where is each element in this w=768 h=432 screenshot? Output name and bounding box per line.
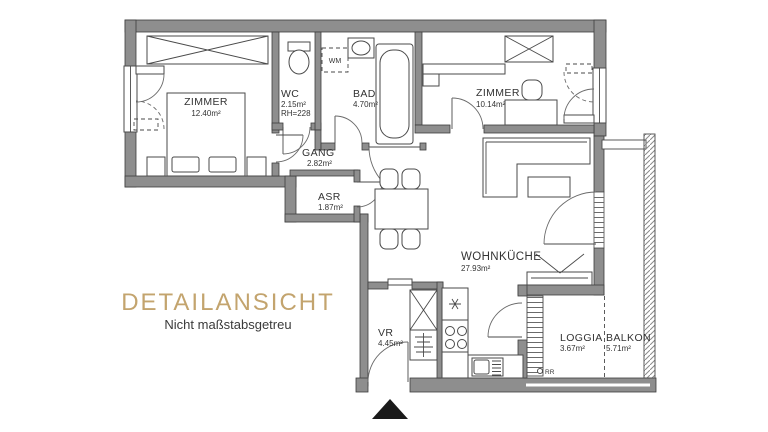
- balcony-door-threshold: [593, 191, 605, 249]
- wall: [355, 377, 369, 393]
- room-area-asr: 1.87m²: [318, 203, 343, 212]
- room-area-loggia: 3.67m²: [560, 344, 585, 353]
- door-balcony: [543, 191, 597, 245]
- room-area-wc: 2.15m²: [281, 100, 306, 109]
- entrance-arrow-icon: [372, 399, 408, 419]
- dining-chair: [401, 228, 421, 250]
- room-label-asr: ASR: [318, 191, 341, 203]
- wall: [359, 213, 369, 387]
- room-area-zimmer1: 12.40m²: [191, 109, 221, 118]
- coat-rack: [409, 329, 438, 361]
- washbasin: [347, 37, 375, 59]
- fridge: [441, 287, 469, 321]
- wall: [483, 124, 595, 134]
- wardrobe: [504, 35, 554, 63]
- kitchen-sink: [471, 357, 504, 377]
- stove: [441, 319, 469, 353]
- sideboard: [422, 63, 506, 87]
- wardrobe: [409, 289, 438, 331]
- dining-table: [374, 188, 429, 230]
- balcony-railing: [601, 133, 656, 379]
- wall: [271, 122, 284, 131]
- walls: [124, 19, 657, 393]
- dining-chair: [379, 168, 399, 190]
- room-label-bad: BAD: [353, 88, 376, 100]
- toilet: [287, 41, 311, 75]
- wall: [593, 19, 607, 69]
- wall: [271, 162, 280, 177]
- dining-chair: [401, 168, 421, 190]
- wardrobe: [146, 35, 269, 65]
- room-label-vr: VR: [378, 327, 393, 339]
- wall: [361, 142, 370, 151]
- bathtub: [375, 43, 414, 145]
- wall: [367, 281, 389, 290]
- wall: [320, 142, 336, 151]
- washing-machine: [321, 47, 349, 73]
- wall: [124, 175, 297, 188]
- wall: [419, 142, 427, 151]
- wall: [353, 169, 361, 183]
- room-label-zimmer2: ZIMMER: [476, 87, 520, 99]
- wall: [289, 169, 359, 177]
- wall: [271, 31, 280, 134]
- wall: [414, 124, 451, 134]
- wall: [124, 19, 137, 67]
- loggia-partition: [526, 295, 544, 377]
- wall: [517, 284, 605, 296]
- room-area-balkon: 5.71m²: [606, 344, 631, 353]
- door-zimmer2: [451, 97, 484, 130]
- door-bad: [334, 115, 363, 144]
- wall: [314, 129, 322, 151]
- window-zimmer2: [563, 63, 607, 124]
- room-label-wohnkueche: WOHNKÜCHE: [461, 251, 541, 263]
- wall: [414, 31, 423, 126]
- door-vr-leaf: [387, 278, 413, 286]
- room-label-loggia: LOGGIA: [560, 332, 603, 344]
- room-label-gang: GANG: [302, 147, 335, 159]
- door-loggia: [487, 302, 523, 338]
- room-area-bad: 4.70m²: [353, 100, 378, 109]
- rain-pipe: [537, 368, 543, 374]
- wall: [593, 122, 607, 137]
- drawing-title: DETAILANSICHT Nicht maßstabsgetreu: [121, 289, 335, 332]
- wall: [517, 284, 528, 297]
- room-note-wc: RH=228: [281, 109, 311, 118]
- washing-machine-label: WM: [329, 58, 342, 65]
- door-zimmer1: [275, 134, 304, 163]
- wall: [353, 205, 361, 223]
- window-zimmer1: [123, 65, 165, 133]
- room-label-wc: WC: [281, 88, 299, 100]
- desk-chair: [521, 79, 543, 101]
- wall: [314, 31, 322, 131]
- dining-chair: [379, 228, 399, 250]
- door-entrance: [367, 341, 409, 383]
- room-label-balkon: BALKON: [606, 332, 651, 344]
- tv-sideboard: [526, 253, 593, 286]
- wall: [124, 19, 607, 33]
- room-area-gang: 2.82m²: [307, 159, 332, 168]
- desk: [504, 99, 558, 126]
- sofa: [482, 137, 591, 198]
- bed: [146, 92, 267, 177]
- room-labels: ZIMMER 12.40m² WC 2.15m² RH=228 BAD 4.70…: [184, 58, 651, 376]
- room-area-vr: 4.45m²: [378, 339, 403, 348]
- coffee-table: [527, 176, 571, 198]
- page-subtitle: Nicht maßstabsgetreu: [164, 317, 291, 332]
- room-label-zimmer1: ZIMMER: [184, 96, 228, 108]
- door-wc: [282, 126, 311, 155]
- page-title: DETAILANSICHT: [121, 289, 335, 316]
- room-area-wohnkueche: 27.93m²: [461, 264, 491, 273]
- room-area-zimmer2: 10.14m²: [476, 100, 506, 109]
- rain-pipe-label: RR: [545, 369, 555, 376]
